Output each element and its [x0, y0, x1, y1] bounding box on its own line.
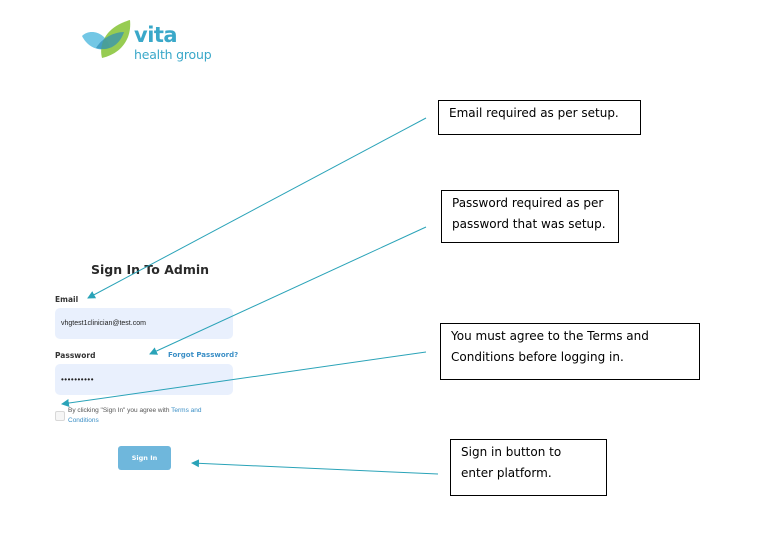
terms-callout: You must agree to the Terms and Conditio…: [440, 323, 700, 380]
password-field[interactable]: ••••••••••: [55, 364, 233, 395]
password-label: Password: [55, 351, 96, 360]
terms-checkbox[interactable]: [55, 411, 65, 421]
signin-callout: Sign in button to enter platform.: [450, 439, 607, 496]
forgot-password-link[interactable]: Forgot Password?: [168, 351, 239, 359]
email-label: Email: [55, 295, 79, 304]
terms-arrow: [61, 351, 427, 407]
email-callout: Email required as per setup.: [438, 100, 641, 135]
email-arrow: [87, 117, 427, 299]
vita-health-group-logo: vita health group: [80, 18, 220, 70]
password-arrow: [149, 226, 427, 355]
page-title: Sign In To Admin: [91, 262, 210, 277]
terms-text: By clicking "Sign In" you agree with Ter…: [68, 406, 228, 426]
terms-statement: By clicking "Sign In" you agree with: [68, 407, 170, 414]
leaf-logo-icon: [82, 20, 131, 58]
logo-wordmark: vita: [134, 23, 178, 47]
sign-in-button[interactable]: Sign In: [118, 446, 171, 470]
password-callout: Password required as per password that w…: [441, 190, 619, 243]
logo-subtitle: health group: [134, 47, 212, 62]
terms-and-conditions-link[interactable]: Terms and Conditions: [68, 407, 202, 424]
email-field[interactable]: vhgtest1clinician@test.com: [55, 308, 233, 339]
signin-arrow: [191, 459, 439, 475]
